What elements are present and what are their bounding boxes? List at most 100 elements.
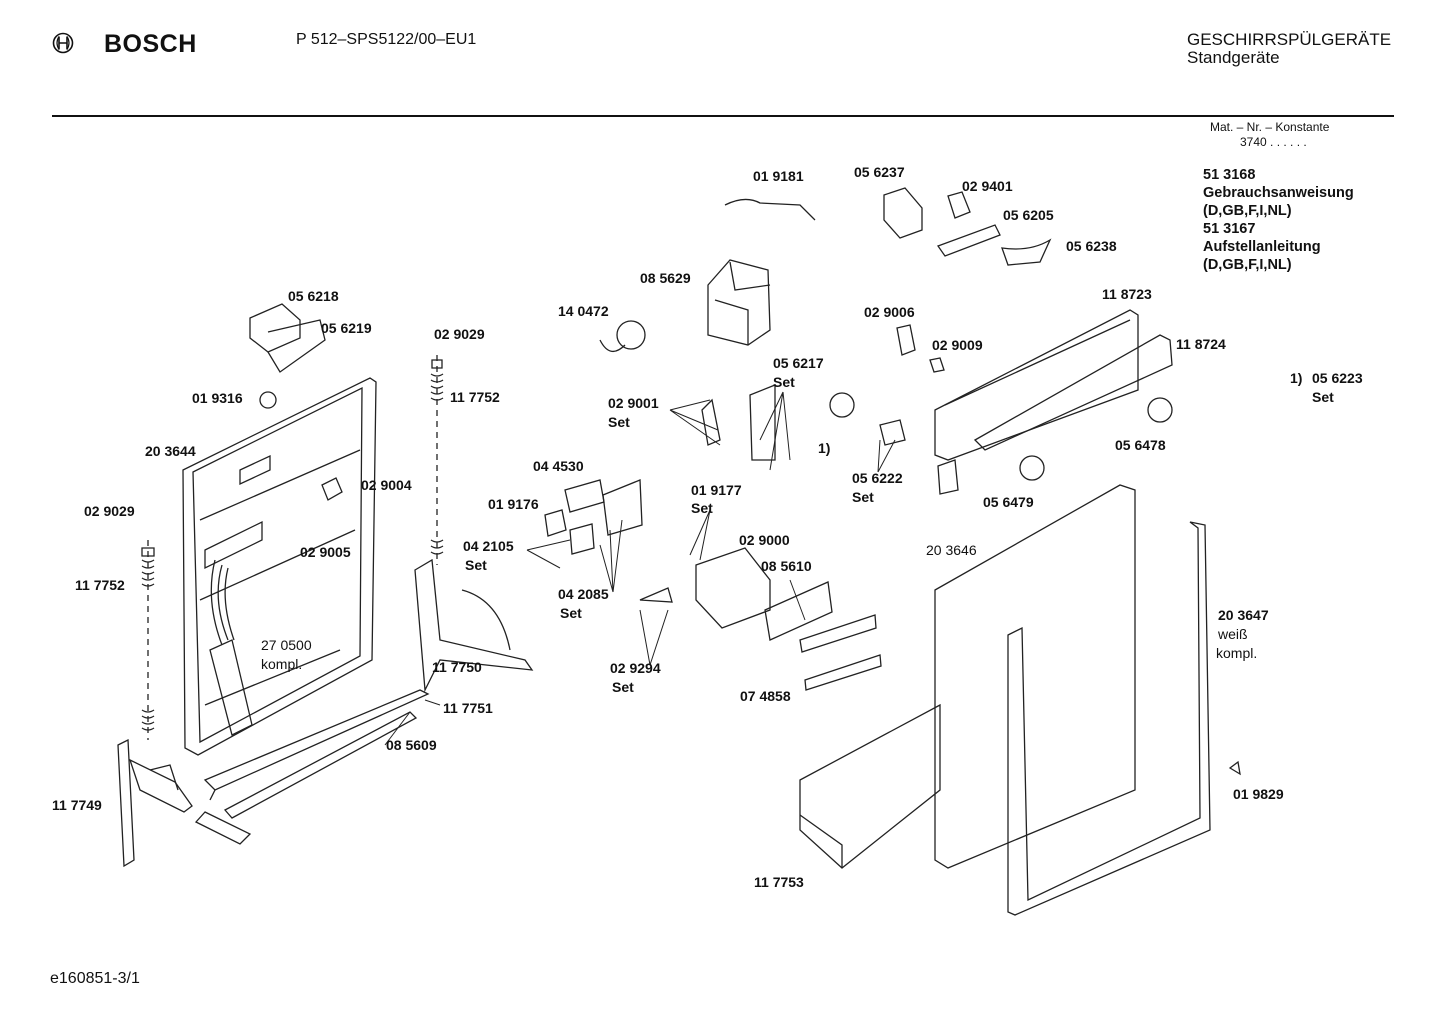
screw-019829 [1230,762,1240,774]
part-label: 01 9177 [691,482,742,498]
part-label: 05 6223 [1312,370,1363,386]
part-label-suffix: weiß [1218,626,1248,642]
part-label: 20 3646 [926,542,977,558]
part-label: 20 3644 [145,443,196,459]
part-label: 11 8724 [1176,336,1226,352]
part-label: 02 9009 [932,337,983,353]
cable-harness [210,560,252,735]
clip-029001 [702,400,720,445]
part-label: 01 9181 [753,168,804,184]
part-label: 27 0500 [261,637,312,653]
part-set-label: Set [465,557,487,573]
part-label-suffix: kompl. [261,656,303,672]
knob-wire [600,340,625,351]
knob-part [617,321,645,349]
top-bracket [884,188,1050,265]
clip-part [260,392,276,408]
part-label: 11 8723 [1102,286,1152,302]
outer-door-panel [935,485,1135,868]
part-label: 08 5610 [761,558,812,574]
constant-label: Mat. – Nr. – Konstante [1210,120,1330,134]
part-label: 11 7750 [432,659,482,675]
connector-part [322,478,342,500]
switch-029006 [897,325,915,355]
part-label: 05 6479 [983,494,1034,510]
model-number: P 512–SPS5122/00–EU1 [296,31,477,48]
part-label: 04 2085 [558,586,609,602]
part-label: 05 6222 [852,470,903,486]
part-set-label: Set [773,374,795,390]
part-set-label: Set [608,414,630,430]
document-languages: (D,GB,F,I,NL) [1203,257,1292,273]
document-list: 51 3168 Gebrauchsanweisung (D,GB,F,I,NL)… [1203,166,1354,274]
dial-part [830,393,854,417]
switch-part [880,420,905,445]
part-label: 11 7752 [450,389,500,405]
bottom-strips [205,690,428,818]
part-label: 05 6237 [854,164,905,180]
category-title: GESCHIRRSPÜLGERÄTE [1187,30,1392,49]
left-spring-column [142,540,154,740]
brand-name: BOSCH [104,30,197,58]
part-label: 05 6205 [1003,207,1054,223]
knob-056478 [1148,398,1172,422]
part-label: 11 7752 [75,577,125,593]
document-languages: (D,GB,F,I,NL) [1203,203,1292,219]
constant-value: 3740 . . . . . . [1240,135,1307,149]
part-label: 02 9294 [610,660,661,676]
header-divider [52,115,1394,117]
part-set-label: Set [691,500,713,516]
part-label: 14 0472 [558,303,609,319]
right-spring-column [431,355,443,565]
part-label: 08 5629 [640,270,691,286]
part-label: 02 9401 [962,178,1013,194]
document-title: Gebrauchsanweisung [1203,185,1354,201]
document-number: 51 3168 [1203,167,1256,183]
part-label: 08 5609 [386,737,437,753]
part-label: 11 7751 [443,700,493,716]
part-label: 05 6238 [1066,238,1117,254]
part-set-label: Set [1312,389,1334,405]
timer-unit [708,260,770,345]
part-label: 02 9029 [84,503,135,519]
part-label: 05 6218 [288,288,339,304]
part-label: 01 9316 [192,390,243,406]
knob-056479 [1020,456,1044,480]
hinge-left [118,740,250,866]
part-label: 05 6478 [1115,437,1166,453]
bracket-056217 [750,385,775,460]
part-label: 02 9029 [434,326,485,342]
part-label: 02 9004 [361,477,412,493]
detergent-dispenser [545,480,881,690]
category-subtitle: Standgeräte [1187,48,1280,67]
outer-door-frame [1008,522,1210,915]
sensor-cable [725,199,815,220]
document-title: Aufstellanleitung [1203,239,1321,255]
part-label: 02 9006 [864,304,915,320]
part-label: 01 9829 [1233,786,1284,802]
part-label: 11 7753 [754,874,804,890]
part-label: 02 9005 [300,544,351,560]
part-label: 05 6217 [773,355,824,371]
control-panel [935,310,1172,494]
side-support [415,560,532,690]
part-set-label: Set [612,679,634,695]
part-label: 11 7749 [52,797,102,813]
part-set-label: Set [560,605,582,621]
base-panel [800,705,940,868]
part-label: 04 2105 [463,538,514,554]
footnote-mark: 1) [1290,370,1303,386]
footnote-mark: 1) [818,440,831,456]
clip-029009 [930,358,944,372]
part-label: 01 9176 [488,496,539,512]
part-label: 02 9001 [608,395,659,411]
part-set-label: Set [852,489,874,505]
part-label: 04 4530 [533,458,584,474]
leader-lines [385,392,895,745]
part-label: 02 9000 [739,532,790,548]
drawing-code: e160851-3/1 [50,970,140,987]
part-label: 05 6219 [321,320,372,336]
bosch-logo-icon [52,32,74,54]
part-label-suffix: kompl. [1216,645,1258,661]
